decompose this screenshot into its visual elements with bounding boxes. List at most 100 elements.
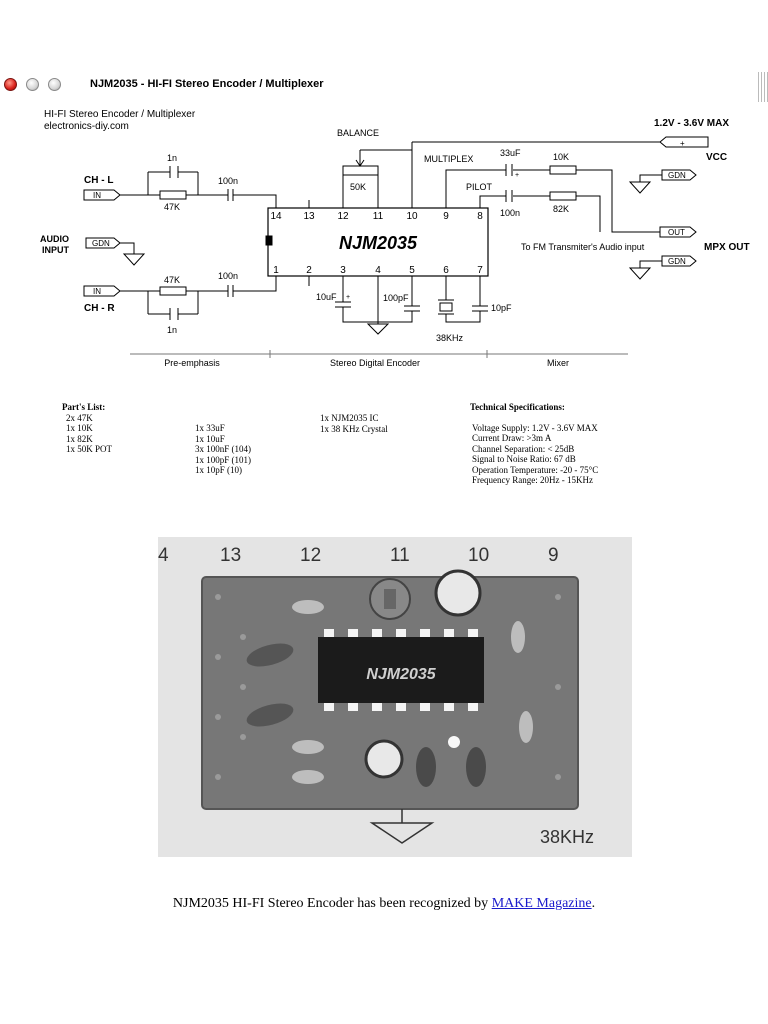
footer-period: . <box>591 896 596 911</box>
parts-list-col2: 1x 33uF 1x 10uF 3x 100nF (104) 1x 100pF … <box>195 423 251 476</box>
part-item: 1x 82K <box>66 433 93 444</box>
spec-item: Signal to Noise Ratio: 67 dB <box>472 454 576 464</box>
spec-item: Channel Separation: < 25dB <box>472 443 575 454</box>
res-10k-label: 10K <box>553 152 569 162</box>
resistor-10k <box>549 165 577 175</box>
ground-symbol <box>366 322 390 335</box>
part-item: 1x NJM2035 IC <box>320 413 379 423</box>
photo-xtal-label: 38KHz <box>540 827 594 847</box>
cap-1n-top-label: 1n <box>167 153 177 163</box>
footer-caption: NJM2035 HI-FI Stereo Encoder has been re… <box>0 896 768 912</box>
parts-list-title: Part's List: <box>62 402 106 412</box>
part-item: 1x 10uF <box>195 433 225 444</box>
schematic-diagram: HI-FI Stereo Encoder / Multiplexer elect… <box>40 109 750 368</box>
audio-input-label: AUDIO <box>40 234 69 244</box>
crystal-38khz <box>439 302 453 312</box>
ch-r-in-connector <box>83 285 121 297</box>
xtal-label: 38KHz <box>436 333 464 343</box>
audio-gdn-connector <box>85 237 121 249</box>
connector-label: GDN <box>92 239 110 248</box>
gdn-connector-top <box>661 169 697 181</box>
part-item: 1x 50K POT <box>66 444 113 454</box>
specs-title: Technical Specifications: <box>470 402 565 412</box>
make-magazine-link[interactable]: MAKE Magazine <box>491 896 592 911</box>
pin-label: 2 <box>306 265 312 276</box>
window-title: NJM2035 - HI-FI Stereo Encoder / Multipl… <box>90 78 324 90</box>
ch-l-label: CH - L <box>84 175 113 186</box>
photo-ic-label: NJM2035 <box>366 666 436 683</box>
section-label: Mixer <box>547 358 569 368</box>
part-item: 1x 10pF (10) <box>195 465 242 475</box>
connector-label: GDN <box>668 171 686 180</box>
pin-label: 10 <box>406 211 418 222</box>
photo-pin-label: 10 <box>468 545 489 566</box>
polarity-mark: + <box>515 172 519 179</box>
photo-pin-label: 4 <box>158 545 169 566</box>
audio-input-label: INPUT <box>42 245 70 255</box>
photo-pin-label: 9 <box>548 545 559 566</box>
spec-item: Operation Temperature: -20 - 75°C <box>472 464 599 475</box>
cap-10uf-label: 10uF <box>316 292 337 302</box>
pin-label: 11 <box>373 211 384 222</box>
ch-r-label: CH - R <box>84 303 115 314</box>
schematic-subtitle: HI-FI Stereo Encoder / Multiplexer <box>44 109 196 120</box>
footer-text: NJM2035 HI-FI Stereo Encoder has been re… <box>172 896 492 911</box>
connector-label: + <box>680 139 685 148</box>
pin-label: 3 <box>340 265 346 276</box>
connector-label: IN <box>93 191 101 200</box>
part-item: 1x 100pF (101) <box>195 454 251 465</box>
multiplex-label: MULTIPLEX <box>424 154 473 164</box>
pot-50k-label: 50K <box>350 182 366 192</box>
cap-100n-bot-label: 100n <box>218 271 238 281</box>
technical-specifications: Technical Specifications: Voltage Supply… <box>470 402 598 486</box>
pin-label: 9 <box>443 211 449 222</box>
ground-symbol <box>628 174 662 194</box>
pin-label: 7 <box>477 265 483 276</box>
part-item: 2x 47K <box>66 412 93 423</box>
out-connector <box>659 226 697 238</box>
photo-ic <box>318 637 484 703</box>
section-label: Stereo Digital Encoder <box>330 358 420 368</box>
board-photo: 4 13 12 11 10 9 NJM2035 <box>158 537 632 857</box>
spec-item: Frequency Range: 20Hz - 15KHz <box>472 475 593 485</box>
cap-100n-top-label: 100n <box>218 176 238 186</box>
resistor-82k <box>549 191 577 201</box>
res-82k-label: 82K <box>553 204 569 214</box>
board-photo-illustration: 4 13 12 11 10 9 NJM2035 <box>158 537 632 857</box>
zoom-window-button[interactable] <box>48 78 61 91</box>
pin-label: 12 <box>337 211 349 222</box>
part-item: 1x 10K <box>66 423 93 433</box>
connector-label: GDN <box>668 257 686 266</box>
res-47k-bot-label: 47K <box>164 275 180 285</box>
pilot-label: PILOT <box>466 182 493 192</box>
balance-label: BALANCE <box>337 128 379 138</box>
polarity-mark: + <box>346 294 350 301</box>
ic-pins <box>308 142 413 286</box>
cap-100pf-label: 100pF <box>383 293 409 303</box>
window-edge <box>758 72 768 102</box>
spec-item: Voltage Supply: 1.2V - 3.6V MAX <box>472 422 598 433</box>
res-47k-top-label: 47K <box>164 202 180 212</box>
pin-label: 8 <box>477 211 483 222</box>
ground-symbol <box>628 260 662 280</box>
photo-pin-label: 13 <box>220 545 241 566</box>
cap-100n-pilot-label: 100n <box>500 208 520 218</box>
vcc-connector <box>412 136 709 148</box>
parts-list-col3: 1x NJM2035 IC 1x 38 KHz Crystal <box>320 413 388 434</box>
ground-symbol <box>120 242 146 266</box>
supply-label: 1.2V - 3.6V MAX <box>654 118 729 129</box>
photo-small-cap <box>364 739 404 779</box>
vcc-label: VCC <box>706 152 727 163</box>
pot-50k <box>342 165 379 176</box>
resistor-47k-bot <box>159 286 187 296</box>
cap-1n-bot-label: 1n <box>167 325 177 335</box>
parts-list-col1: Part's List: 2x 47K 1x 10K 1x 82K 1x 50K… <box>62 402 112 455</box>
minimize-window-button[interactable] <box>26 78 39 91</box>
pin-label: 13 <box>303 211 315 222</box>
section-label: Pre-emphasis <box>164 358 220 368</box>
photo-pin-label: 12 <box>300 545 321 566</box>
gdn-connector-bottom <box>661 255 697 267</box>
photo-electrolytic-cap <box>434 569 482 617</box>
close-window-button[interactable] <box>4 78 17 91</box>
part-item: 3x 100nF (104) <box>195 444 251 454</box>
